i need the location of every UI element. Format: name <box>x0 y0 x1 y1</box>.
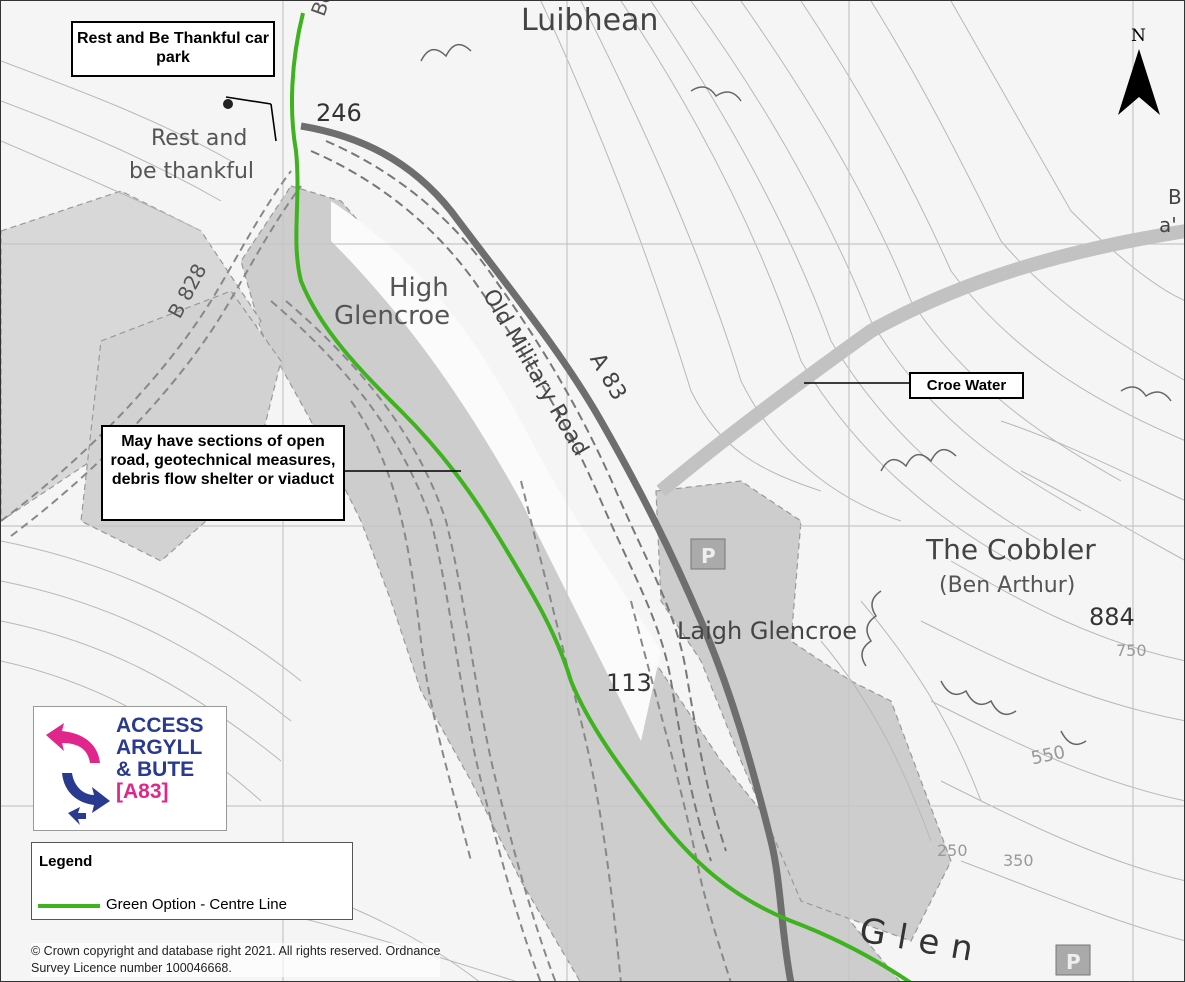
label-246: 246 <box>316 99 362 127</box>
legend-green-line-swatch <box>38 904 100 908</box>
copyright-notice: © Crown copyright and database right 202… <box>31 943 441 977</box>
label-the-cobbler: The Cobbler <box>926 533 1096 566</box>
north-arrow-icon: N <box>1116 23 1162 119</box>
legend-item-label: Green Option - Centre Line <box>106 896 287 913</box>
svg-text:P: P <box>701 544 716 568</box>
copyright-line-2: Survey Licence number 100046668. <box>31 961 232 975</box>
label-ben-arthur: (Ben Arthur) <box>939 573 1076 598</box>
logo-wordmark: ACCESS ARGYLL & BUTE [A83] <box>116 715 204 803</box>
label-884: 884 <box>1089 603 1135 631</box>
label-350: 350 <box>1003 851 1034 870</box>
old-military-road <box>310 140 727 862</box>
label-luibhean: Luibhean <box>521 3 659 38</box>
label-b-edge: B <box>1168 185 1182 209</box>
legend-title: Legend <box>39 853 93 870</box>
callout-croe-water: Croe Water <box>909 372 1024 399</box>
label-rest-and: Rest and <box>151 126 248 151</box>
label-high: High <box>389 273 449 303</box>
parking-icon: P <box>690 538 726 570</box>
access-argyll-logo: ACCESS ARGYLL & BUTE [A83] <box>33 706 227 831</box>
logo-line-1: ACCESS <box>116 714 204 737</box>
label-be-thankful: be thankful <box>129 159 255 184</box>
car-park-marker <box>223 99 233 109</box>
callout-leaders <box>225 96 909 472</box>
valley-floor <box>331 201 661 741</box>
north-label: N <box>1131 26 1146 46</box>
tracks <box>1 170 732 981</box>
copyright-line-1: © Crown copyright and database right 202… <box>31 944 441 958</box>
green-option-centre-line <box>290 12 912 981</box>
label-250: 250 <box>937 841 968 860</box>
logo-line-3: & BUTE <box>116 758 195 781</box>
logo-line-2: ARGYLL <box>116 736 203 759</box>
label-750: 750 <box>1116 641 1147 660</box>
callout-sections: May have sections of open road, geotechn… <box>101 425 345 521</box>
access-argyll-logo-icon <box>46 723 110 825</box>
cobbler-crags <box>420 43 1172 746</box>
logo-line-4: [A83] <box>116 780 169 803</box>
label-laigh-glencroe: Laigh Glencroe <box>677 617 858 645</box>
svg-text:P: P <box>1066 950 1081 974</box>
label-113: 113 <box>606 669 652 697</box>
a83-road <box>300 122 795 981</box>
parking-icon-2: P <box>1055 944 1091 976</box>
legend: Legend Green Option - Centre Line <box>31 842 353 920</box>
callout-car-park: Rest and Be Thankful car park <box>71 21 275 77</box>
label-glencroe: Glencroe <box>334 301 451 331</box>
label-a-edge: a' <box>1159 213 1177 237</box>
croe-water-stream <box>656 224 1184 497</box>
